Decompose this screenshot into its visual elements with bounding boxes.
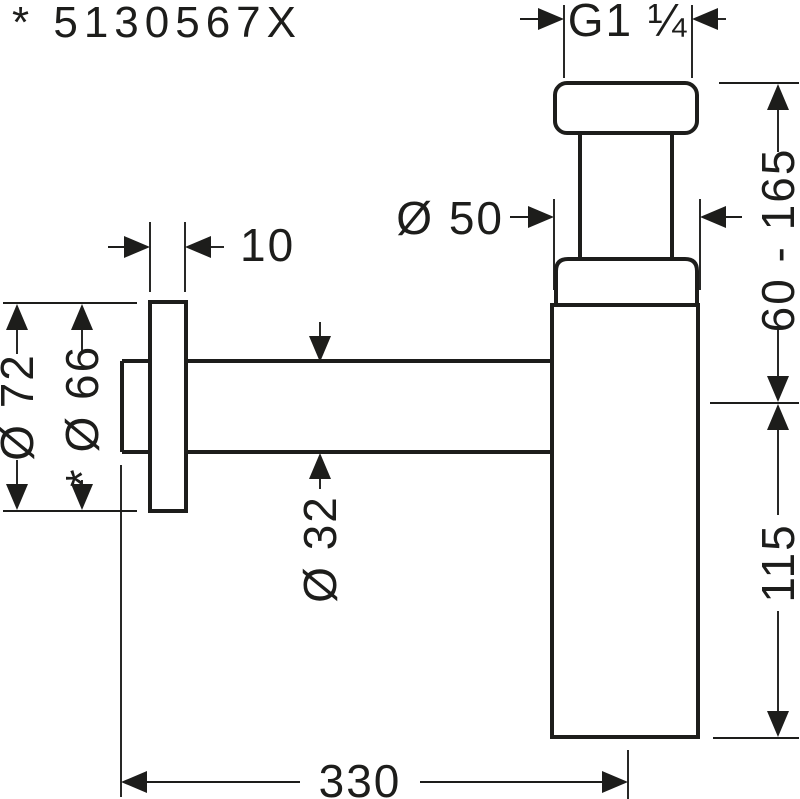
arrow-up-icon [309,453,331,479]
arrow-down-icon [6,484,28,510]
dimension-inlet-diameter: Ø 50 [396,192,742,290]
part-number: * 5130567X [12,0,302,47]
body-collar [554,257,699,305]
dimension-flange-thickness: 10 [108,219,295,292]
body-height-label: 115 [752,523,800,602]
outlet-pipe [120,359,552,454]
arrow-down-icon [309,336,331,362]
trap-body [550,303,700,739]
arrow-up-icon [6,304,28,330]
dimension-flange-outer-diameter: Ø 72 [0,302,137,512]
adjustable-height-label: 60 - 165 [752,148,800,333]
inlet-pipe [578,131,674,261]
arrow-right-icon [528,206,554,228]
arrow-up-icon [767,404,789,430]
thread-size-label: G1 ¼ [568,0,689,46]
dimension-outlet-diameter: Ø 32 [294,322,346,603]
dimension-overall-length: 330 [120,465,629,799]
dimension-flange-inner-diameter: * Ø 66 [56,304,108,510]
flange-inner-diameter-label: * Ø 66 [56,345,108,487]
arrow-left-icon [692,8,718,30]
arrow-down-icon [767,711,789,737]
dimension-body-height: 115 [713,404,800,739]
arrow-down-icon [71,484,93,510]
arrow-up-icon [767,84,789,110]
arrow-left-icon [700,206,726,228]
inlet-diameter-label: Ø 50 [396,192,504,244]
arrow-up-icon [71,304,93,330]
dimension-thread-size: G1 ¼ [520,0,726,78]
arrow-right-icon [602,771,628,793]
wall-flange [148,300,188,513]
flange-outer-diameter-label: Ø 72 [0,353,43,461]
overall-length-label: 330 [319,755,402,799]
inlet-nut [553,81,699,135]
arrow-left-icon [185,236,211,258]
arrow-left-icon [121,771,147,793]
product-outline [120,81,700,739]
outlet-diameter-label: Ø 32 [294,495,346,603]
flange-thickness-label: 10 [240,219,295,271]
arrow-down-icon [767,376,789,402]
arrow-right-icon [538,8,564,30]
dimension-adjustable-height: 60 - 165 [710,82,800,404]
arrow-right-icon [124,236,150,258]
